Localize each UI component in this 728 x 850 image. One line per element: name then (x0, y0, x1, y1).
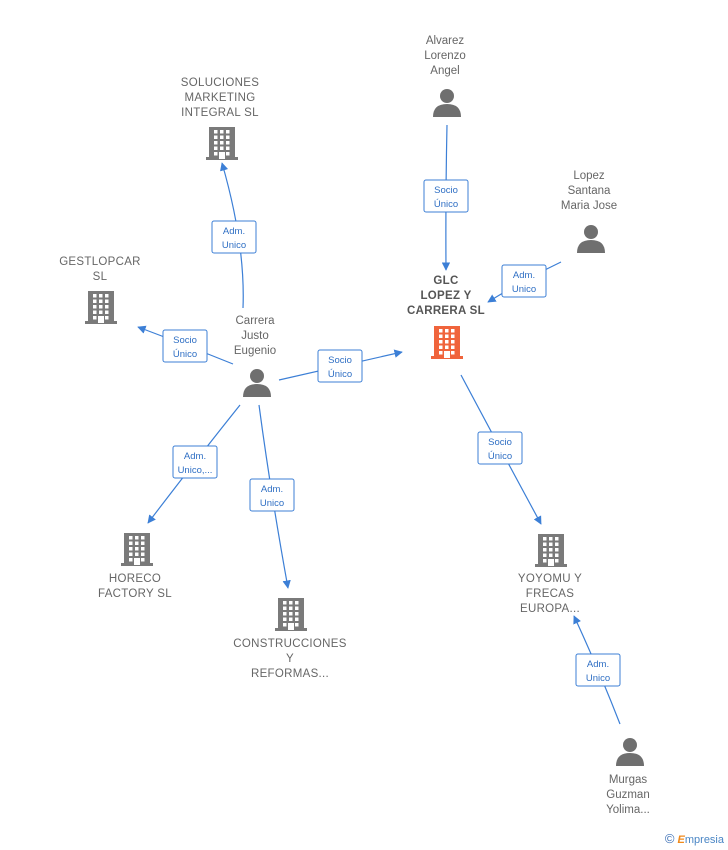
edge-label-box[interactable] (501, 264, 547, 298)
edge-label-line: Unico (512, 284, 536, 295)
node-horeco[interactable]: HORECO FACTORY SL (98, 533, 172, 600)
edge-label-line: Unico (222, 240, 246, 251)
edge-label-line: Socio (434, 185, 458, 196)
edge-label-line: Adm. (223, 226, 245, 237)
node-label-line: Angel (430, 65, 459, 77)
node-label-line: CONSTRUCCIONES (233, 638, 346, 650)
node-label-line: Eugenio (234, 345, 276, 357)
node-label-line: Yolima... (606, 804, 650, 816)
edge-label-line: Único (488, 451, 512, 462)
node-label-line: REFORMAS... (251, 668, 329, 680)
node-label-line: HORECO (109, 573, 161, 585)
node-label-line: Carrera (236, 315, 276, 327)
edge-label-line: Socio (328, 355, 352, 366)
node-label-line: SL (93, 271, 108, 283)
node-label-line: FACTORY SL (98, 588, 172, 600)
person-icon (433, 89, 461, 117)
edge-label-line: Adm. (513, 270, 535, 281)
copyright-symbol: © (664, 831, 675, 846)
node-label-line: SOLUCIONES (181, 77, 259, 89)
node-label-line: Santana (568, 185, 611, 197)
edge-label-line: Adm. (184, 451, 206, 462)
node-gestlopcar[interactable]: GESTLOPCAR SL (59, 256, 141, 324)
node-construcciones[interactable]: CONSTRUCCIONES Y REFORMAS... (233, 598, 346, 680)
edge-label-line: Socio (173, 335, 197, 346)
edge-label-line: Único (434, 199, 458, 210)
edge-label-box[interactable] (162, 329, 208, 363)
node-label-line: Alvarez (426, 35, 465, 47)
person-icon (577, 225, 605, 253)
node-yoyomu[interactable]: YOYOMU Y FRECAS EUROPA... (518, 534, 582, 615)
empresia-logo[interactable]: © Empresia (665, 831, 724, 846)
node-label-line: Lorenzo (424, 50, 466, 62)
edge-label-line: Unico,... (178, 465, 213, 476)
edge-label-line: Único (173, 349, 197, 360)
logo-text: mpresia (684, 834, 724, 846)
edge-carrera-to-horeco: Adm. Unico,... (147, 404, 241, 524)
edge-label-line: Unico (260, 498, 284, 509)
nodes-layer: SOLUCIONES MARKETING INTEGRAL SL GESTLOPCAR… (59, 35, 650, 816)
building-icon (121, 533, 153, 566)
edge-murgas-to-yoyomu: Adm. Unico (573, 615, 621, 725)
logo-initial: E (677, 834, 685, 846)
building-icon (85, 291, 117, 324)
edge-label-line: Unico (586, 673, 610, 684)
node-label-line: YOYOMU Y (518, 573, 582, 585)
node-label-line: Maria Jose (561, 200, 617, 212)
edge-label-line: Único (328, 369, 352, 380)
edge-lopez-to-glc: Adm. Unico (487, 261, 562, 303)
node-label-line: GESTLOPCAR (59, 256, 141, 268)
node-label-line: Y (286, 653, 294, 665)
node-label-line: EUROPA... (520, 603, 580, 615)
edges-layer: Adm.UnicoSocioÚnicoSocioÚnicoAdm.Unico,.… (137, 124, 621, 725)
person-icon (243, 369, 271, 397)
building-icon (206, 127, 238, 160)
node-label-line: CARRERA SL (407, 305, 485, 317)
building-icon (431, 326, 463, 359)
edge-label-line: Adm. (261, 484, 283, 495)
edge-label-box[interactable] (575, 653, 621, 687)
node-murgas[interactable]: MurgasGuzmanYolima... (606, 738, 650, 816)
node-soluciones[interactable]: SOLUCIONES MARKETING INTEGRAL SL (181, 77, 259, 160)
node-label-line: Lopez (573, 170, 605, 182)
edge-label-box[interactable] (317, 349, 363, 383)
edge-carrera-to-soluciones: Adm. Unico (211, 162, 257, 309)
edge-label-line: Socio (488, 437, 512, 448)
edge-label-box[interactable] (423, 179, 469, 213)
node-label-line: MARKETING (184, 92, 255, 104)
edge-label-box[interactable] (477, 431, 523, 465)
node-label-line: Guzman (606, 789, 649, 801)
building-icon (535, 534, 567, 567)
node-label-line: GLC (433, 275, 458, 287)
node-label-line: Justo (241, 330, 269, 342)
building-icon (275, 598, 307, 631)
person-icon (616, 738, 644, 766)
node-label-line: LOPEZ Y (420, 290, 471, 302)
edge-label-box[interactable] (249, 478, 295, 512)
node-label-line: INTEGRAL SL (181, 107, 259, 119)
edge-carrera-to-construcciones: Adm. Unico (249, 404, 295, 589)
node-glc[interactable]: GLC LOPEZ Y CARRERA SL (407, 275, 485, 359)
edge-label-box[interactable] (211, 220, 257, 254)
node-label-line: FRECAS (526, 588, 574, 600)
edge-label-box[interactable] (172, 445, 218, 479)
node-label-line: Murgas (609, 774, 648, 786)
edge-label-line: Adm. (587, 659, 609, 670)
